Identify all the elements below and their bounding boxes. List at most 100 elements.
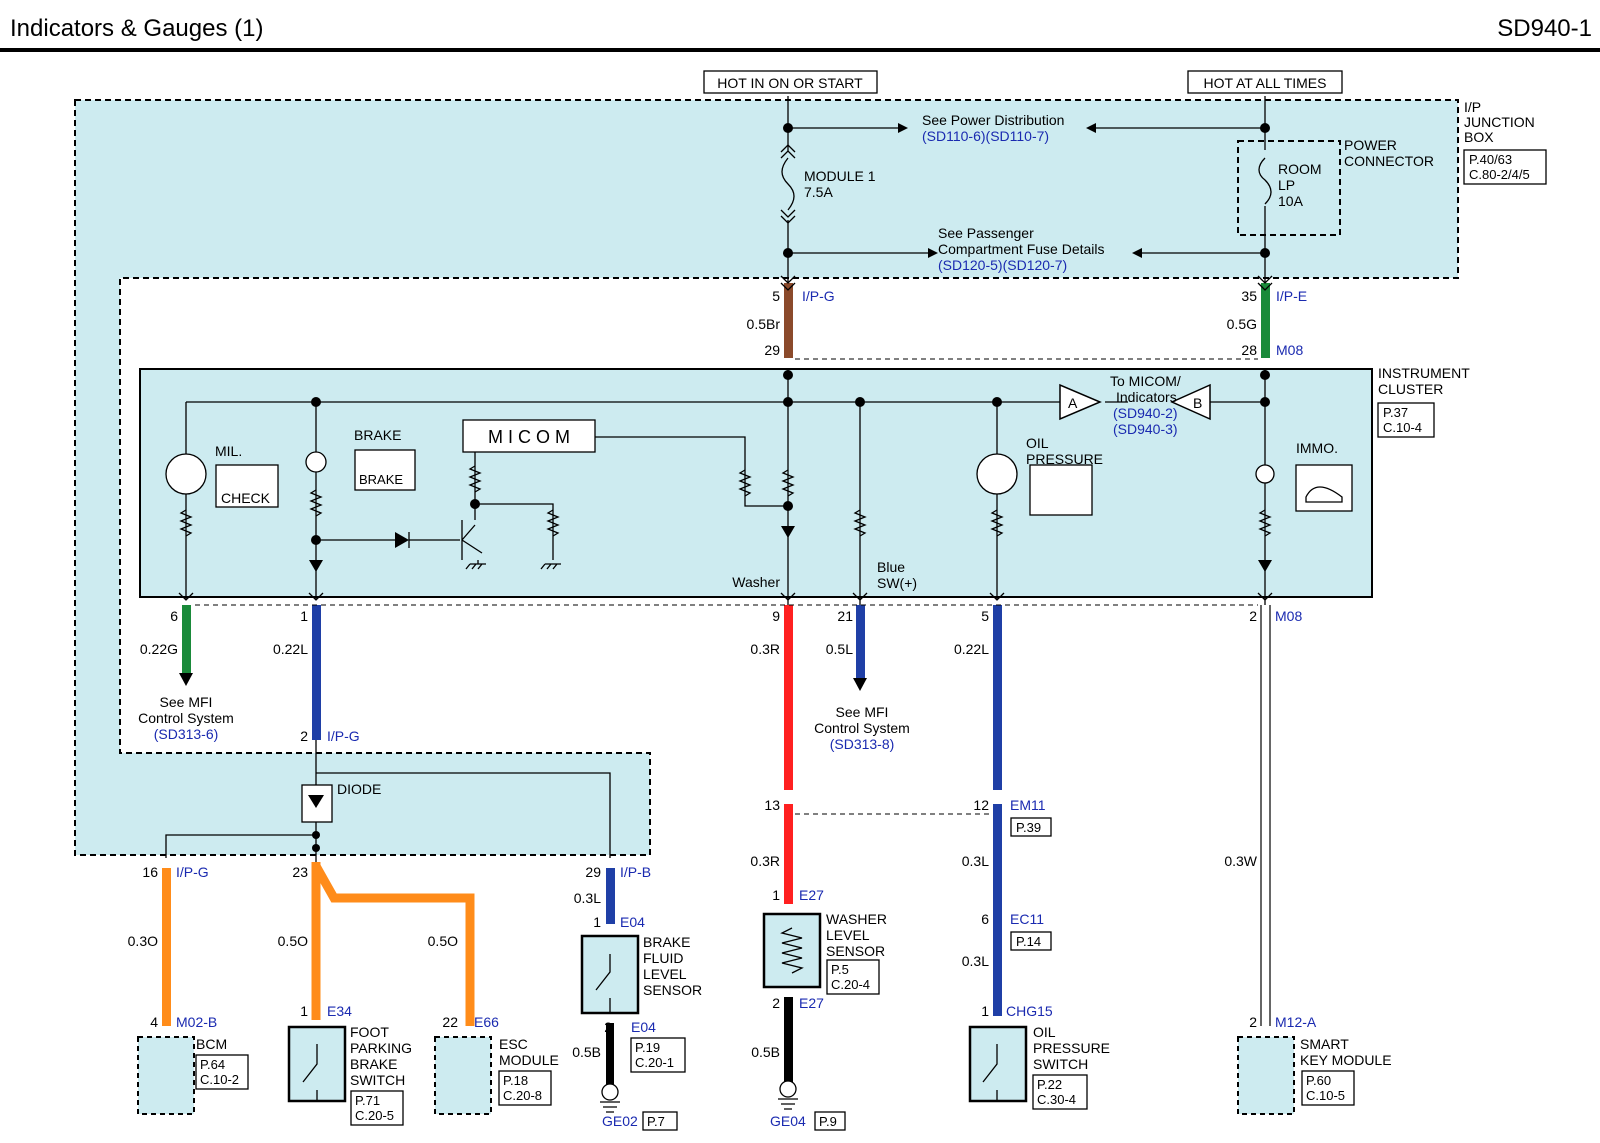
fuse-module-label: MODULE 1: [804, 168, 876, 184]
junction-box-label-2: JUNCTION: [1464, 114, 1535, 130]
pin-12-label: 12: [973, 797, 989, 813]
see-passenger-label-2: Compartment Fuse Details: [938, 241, 1105, 257]
ipg-bottom-label: I/P-G: [176, 864, 209, 880]
junction-dots: [311, 123, 1270, 545]
wire-03w-label: 0.3W: [1224, 853, 1257, 869]
pin-1-label: 1: [300, 608, 308, 624]
wire-0-3l-oil-lower: [993, 804, 1002, 1016]
pin-1-e34-label: 1: [300, 1003, 308, 1019]
wls-label-1: WASHER: [826, 911, 887, 927]
wire-0-5o-brake: [311, 862, 475, 1026]
ge02-ref: P.7: [647, 1114, 665, 1129]
bfl-label-1: BRAKE: [643, 934, 690, 950]
m12a-label: M12-A: [1275, 1014, 1317, 1030]
wire-0-5l: [856, 605, 865, 678]
ops-label-1: OIL: [1033, 1024, 1056, 1040]
buffer-b-label: B: [1193, 395, 1202, 411]
wire-0-22g: [182, 605, 191, 673]
brake-sub-label: BRAKE: [359, 472, 403, 487]
see-passenger-ref: (SD120-5)(SD120-7): [938, 257, 1067, 273]
wire-0-5g: [1261, 283, 1270, 358]
wire-05o-label: 0.5O: [278, 933, 308, 949]
brake-warning-icon: [354, 449, 416, 491]
blue-sw-label-2: SW(+): [877, 575, 917, 591]
foot-ref-1: P.71: [355, 1093, 380, 1108]
junction-box-ref-2: C.80-2/4/5: [1469, 167, 1530, 182]
pin-1-e27-label: 1: [772, 887, 780, 903]
ipe-label: I/P-E: [1276, 288, 1307, 304]
colored-wires: [162, 283, 1271, 1085]
mfi1-label-1: See MFI: [160, 694, 213, 710]
wls-ref-2: C.20-4: [831, 977, 870, 992]
e04-label: E04: [620, 914, 645, 930]
pin-1-chg-label: 1: [981, 1003, 989, 1019]
smk-ref-1: P.60: [1306, 1073, 1331, 1088]
pin-4-label: 4: [150, 1014, 158, 1030]
foot-label-3: BRAKE: [350, 1056, 397, 1072]
esc-label-1: ESC: [499, 1036, 528, 1052]
check-label: CHECK: [221, 490, 271, 506]
wire-022l-oil-label: 0.22L: [954, 641, 989, 657]
bfl-label-3: LEVEL: [643, 966, 687, 982]
cluster-ref-2: C.10-4: [1383, 420, 1422, 435]
hot-in-on-start-label: HOT IN ON OR START: [717, 75, 863, 91]
smk-label-2: KEY MODULE: [1300, 1052, 1392, 1068]
smk-label-1: SMART: [1300, 1036, 1349, 1052]
e04b-label: E04: [631, 1019, 656, 1035]
bcm-label: BCM: [196, 1036, 227, 1052]
foot-label-2: PARKING: [350, 1040, 412, 1056]
pin-28-label: 28: [1241, 342, 1257, 358]
cluster-label-1: INSTRUMENT: [1378, 365, 1470, 381]
wire-0-5b-wls: [784, 997, 793, 1082]
wire-0-3l-bfl: [606, 868, 615, 924]
wire-0-22l-brake: [312, 605, 321, 740]
wire-0-5br: [784, 283, 793, 358]
e27-label: E27: [799, 887, 824, 903]
wire-05g-label: 0.5G: [1227, 316, 1257, 332]
oil-gauge-icon: [976, 453, 1018, 495]
mfi2-ref: (SD313-8): [830, 736, 895, 752]
page-title: Indicators & Gauges (1): [10, 15, 263, 42]
cluster-ref-1: P.37: [1383, 405, 1408, 420]
wls-ref-1: P.5: [831, 962, 849, 977]
buffer-a-label: A: [1068, 395, 1078, 411]
m08-bottom-label: M08: [1275, 608, 1302, 624]
see-power-dist-ref: (SD110-6)(SD110-7): [922, 128, 1049, 144]
pin-2b-label: 2: [300, 728, 308, 744]
pin-29b-label: 29: [585, 864, 601, 880]
ge04-label: GE04: [770, 1113, 806, 1129]
bfl-label-4: SENSOR: [643, 982, 702, 998]
wire-03r-label: 0.3R: [750, 641, 780, 657]
micom-label: M I C O M: [488, 427, 570, 447]
esc-ref-1: P.18: [503, 1073, 528, 1088]
ops-ref-1: P.22: [1037, 1077, 1062, 1092]
ge02-label: GE02: [602, 1113, 638, 1129]
wire-03l-oil-label: 0.3L: [962, 853, 989, 869]
wire-03l-bfl-label: 0.3L: [574, 890, 601, 906]
pin-9-label: 9: [772, 608, 780, 624]
fuse-lp-label: LP: [1278, 177, 1295, 193]
esc-label-2: MODULE: [499, 1052, 559, 1068]
buffer-b-icon: [1170, 383, 1211, 421]
foot-ref-2: C.20-5: [355, 1108, 394, 1123]
pin-2-label: 2: [1249, 608, 1257, 624]
esc-module: [434, 1036, 492, 1115]
foot-label-1: FOOT: [350, 1024, 389, 1040]
wire-03r-lower-label: 0.3R: [750, 853, 780, 869]
header-rule: [0, 48, 1600, 52]
pin-35-label: 35: [1241, 288, 1257, 304]
e27b-label: E27: [799, 995, 824, 1011]
bcm-ref-1: P.64: [200, 1057, 225, 1072]
pin-5b-label: 5: [981, 608, 989, 624]
ec11-ref: P.14: [1016, 934, 1041, 949]
cluster-label-2: CLUSTER: [1378, 381, 1443, 397]
diagram-header: Indicators & Gauges (1) SD940-1: [0, 15, 1600, 52]
pin-22-label: 22: [442, 1014, 458, 1030]
wire-0-3o-bcm: [162, 868, 171, 1026]
wire-05b-wls-label: 0.5B: [751, 1044, 780, 1060]
wire-0-3w: [1260, 605, 1271, 1026]
oil-pressure-switch: [968, 1025, 1028, 1103]
pin-29-label: 29: [764, 342, 780, 358]
oil-can-icon: [1029, 464, 1093, 516]
page-code: SD940-1: [1497, 15, 1592, 42]
